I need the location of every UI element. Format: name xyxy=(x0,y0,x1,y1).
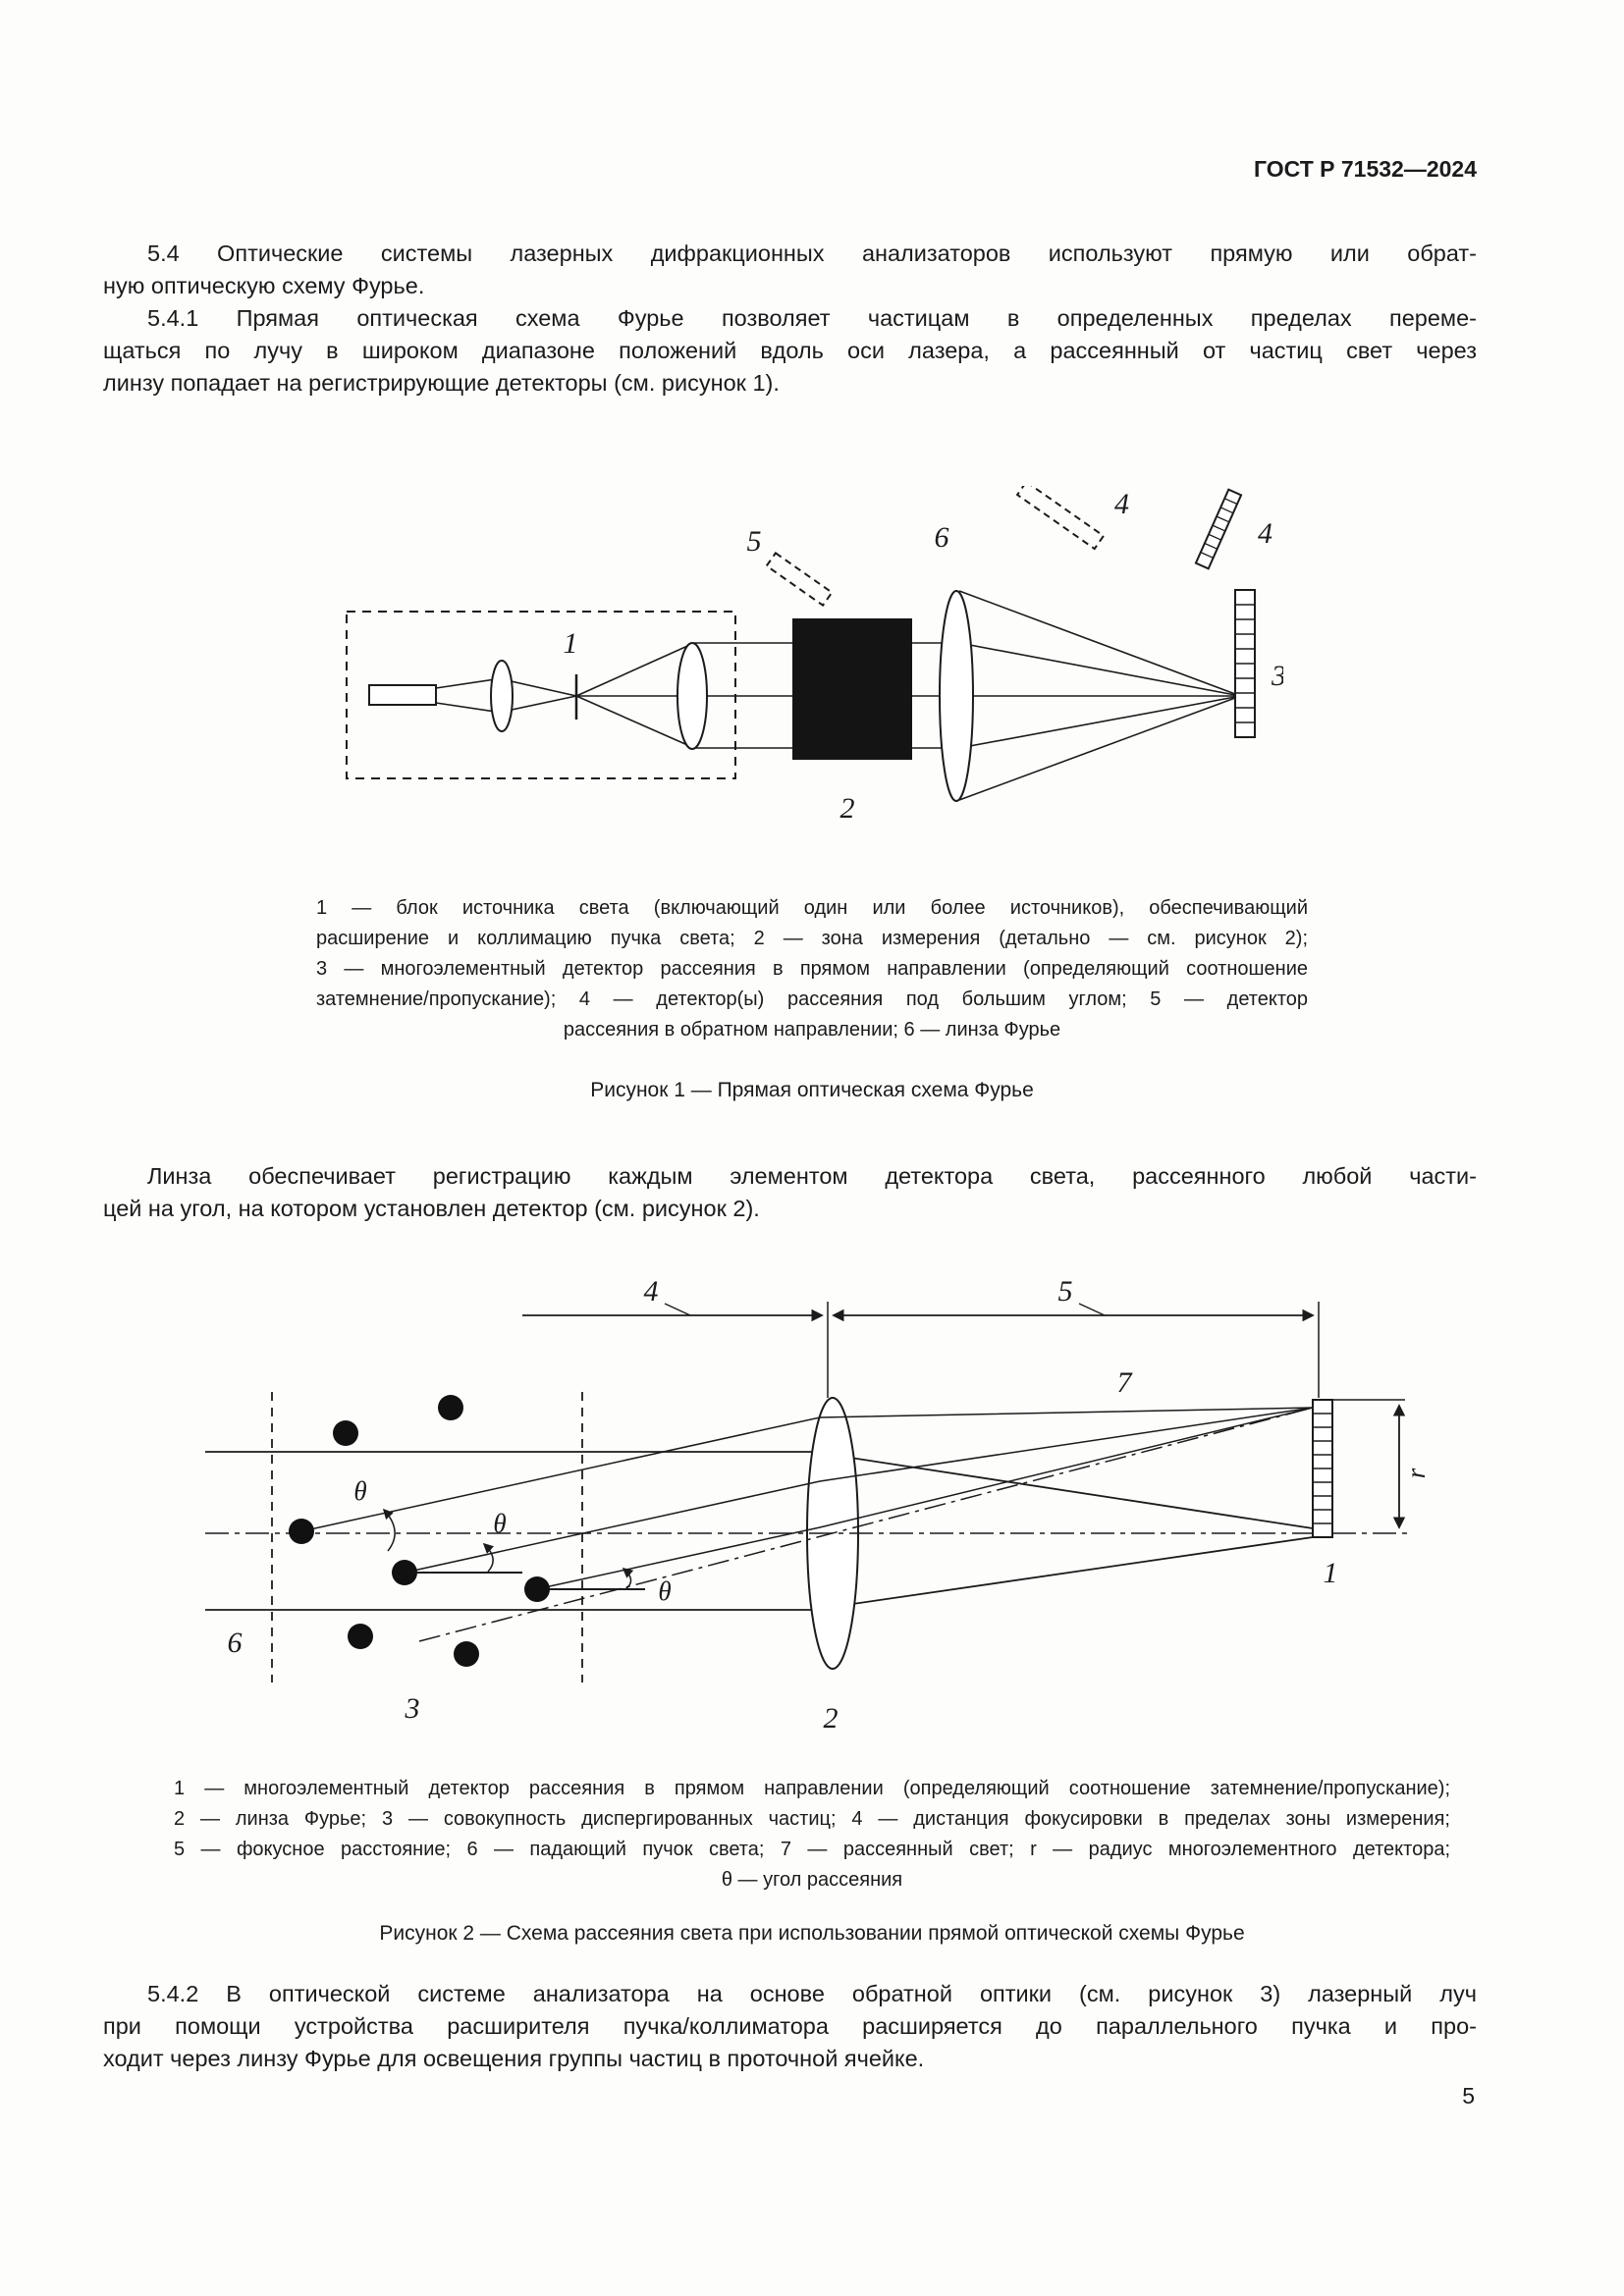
scattering-angle-arc xyxy=(382,1508,396,1552)
light-source xyxy=(368,684,437,706)
figure1-label-4a: 4 xyxy=(1114,488,1129,520)
caption-line: 2 — линза Фурье; 3 — совокупность диспер… xyxy=(174,1808,1450,1830)
particle xyxy=(454,1641,479,1667)
beam-rays xyxy=(435,590,1236,801)
figure1-label-4b: 4 xyxy=(1258,517,1272,550)
figure2-label-3: 3 xyxy=(405,1692,420,1725)
figure1-label-3: 3 xyxy=(1271,660,1283,692)
caption-line: расширение и коллимацию пучка света; 2 —… xyxy=(316,928,1308,949)
label4-leader xyxy=(664,1303,691,1316)
figure2-label-4: 4 xyxy=(644,1275,659,1308)
collimating-lens xyxy=(677,642,708,750)
large-angle-detector-2 xyxy=(1015,486,1106,551)
figure2-label-6: 6 xyxy=(228,1627,243,1659)
text-line: линзу попадает на регистрирующие детекто… xyxy=(103,370,780,396)
source-unit-outline xyxy=(346,611,736,779)
forward-scatter-detector xyxy=(1234,589,1256,738)
figure1-caption: 1 — блок источника света (включающий оди… xyxy=(316,893,1308,1045)
figure-2: 4 5 7 1 2 3 6 θ θ θ r 1 — многоэлементны… xyxy=(0,1274,1624,1949)
particle xyxy=(524,1576,550,1602)
paragraph-5-4: 5.4 Оптические системы лазерных дифракци… xyxy=(103,238,1477,302)
figure2-title: Рисунок 2 — Схема рассеяния света при ис… xyxy=(379,1922,1245,1945)
figure-1: 1 2 3 4 4 5 6 1 — блок источника света (… xyxy=(0,486,1624,1105)
scattering-angle-marks xyxy=(382,1508,645,1590)
caption-line: рассеяния в обратном направлении; 6 — ли… xyxy=(563,1019,1061,1041)
particle xyxy=(438,1395,463,1420)
caption-line: 5 — фокусное расстояние; 6 — падающий пу… xyxy=(174,1839,1450,1860)
figure2-label-5: 5 xyxy=(1058,1275,1073,1308)
caption-line: 1 — многоэлементный детектор рассеяния в… xyxy=(174,1778,1450,1799)
scattering-angle-arc xyxy=(622,1567,634,1590)
figure2-label-theta-1: θ xyxy=(353,1476,366,1506)
paragraph-5-4-1: 5.4.1 Прямая оптическая схема Фурье позв… xyxy=(103,302,1477,400)
condenser-lens xyxy=(490,660,514,732)
dimension-lines xyxy=(522,1302,1320,1398)
text-line: 5.4.1 Прямая оптическая схема Фурье позв… xyxy=(147,305,1477,331)
particles xyxy=(289,1395,550,1667)
text-line: щаться по лучу в широком диапазоне полож… xyxy=(103,338,1477,363)
figure1-label-2: 2 xyxy=(840,792,855,825)
measurement-zone-boundaries xyxy=(271,1392,583,1682)
incident-beam xyxy=(205,1451,1314,1611)
figure2-label-theta-3: θ xyxy=(658,1576,671,1606)
caption-line: θ — угол рассеяния xyxy=(721,1869,903,1891)
scattering-angle-arc xyxy=(482,1542,495,1573)
particle xyxy=(289,1519,314,1544)
document-header: ГОСТ Р 71532—2024 xyxy=(1254,156,1477,182)
figure1-diagram: 1 2 3 4 4 5 6 xyxy=(346,486,1283,825)
paragraph-lens: Линза обеспечивает регистрацию каждым эл… xyxy=(103,1160,1477,1225)
figure2-diagram: 4 5 7 1 2 3 6 θ θ θ r xyxy=(205,1275,1431,1735)
text-line: 5.4.2 В оптической системе анализатора н… xyxy=(147,1981,1477,2006)
caption-line: затемнение/пропускание); 4 — детектор(ы)… xyxy=(316,988,1308,1010)
text-line: при помощи устройства расширителя пучка/… xyxy=(103,2013,1477,2039)
large-angle-detector-1 xyxy=(1194,488,1243,570)
particle xyxy=(392,1560,417,1585)
figure2-label-2: 2 xyxy=(824,1702,839,1735)
page-number: 5 xyxy=(1462,2083,1475,2109)
text-line: ную оптическую схему Фурье. xyxy=(103,273,425,298)
text-line: цей на угол, на котором установлен детек… xyxy=(103,1196,760,1221)
figure1-title: Рисунок 1 — Прямая оптическая схема Фурь… xyxy=(590,1079,1034,1101)
chief-ray xyxy=(418,1407,1314,1642)
text-line: Линза обеспечивает регистрацию каждым эл… xyxy=(147,1163,1477,1189)
paragraph-5-4-2: 5.4.2 В оптической системе анализатора н… xyxy=(103,1978,1477,2075)
figure1-label-5: 5 xyxy=(747,525,762,558)
figure2-label-theta-2: θ xyxy=(493,1509,506,1538)
multi-element-detector xyxy=(1312,1399,1405,1538)
caption-line: 1 — блок источника света (включающий оди… xyxy=(316,897,1308,919)
fourier-lens xyxy=(939,590,974,802)
figure2-label-1: 1 xyxy=(1324,1557,1338,1589)
figure1-label-1: 1 xyxy=(564,627,578,660)
particle xyxy=(333,1420,358,1446)
label5-leader xyxy=(1078,1303,1106,1316)
text-line: ходит через линзу Фурье для освещения гр… xyxy=(103,2046,925,2071)
figure2-label-r: r xyxy=(1401,1468,1431,1478)
text-line: 5.4 Оптические системы лазерных дифракци… xyxy=(147,240,1477,266)
caption-line: 3 — многоэлементный детектор рассеяния в… xyxy=(316,958,1308,980)
figure2-caption: 1 — многоэлементный детектор рассеяния в… xyxy=(174,1774,1450,1896)
measurement-zone xyxy=(792,618,912,760)
figure1-label-6: 6 xyxy=(935,521,949,554)
backscatter-detector xyxy=(765,551,834,608)
figure2-label-7: 7 xyxy=(1117,1366,1134,1399)
particle xyxy=(348,1624,373,1649)
